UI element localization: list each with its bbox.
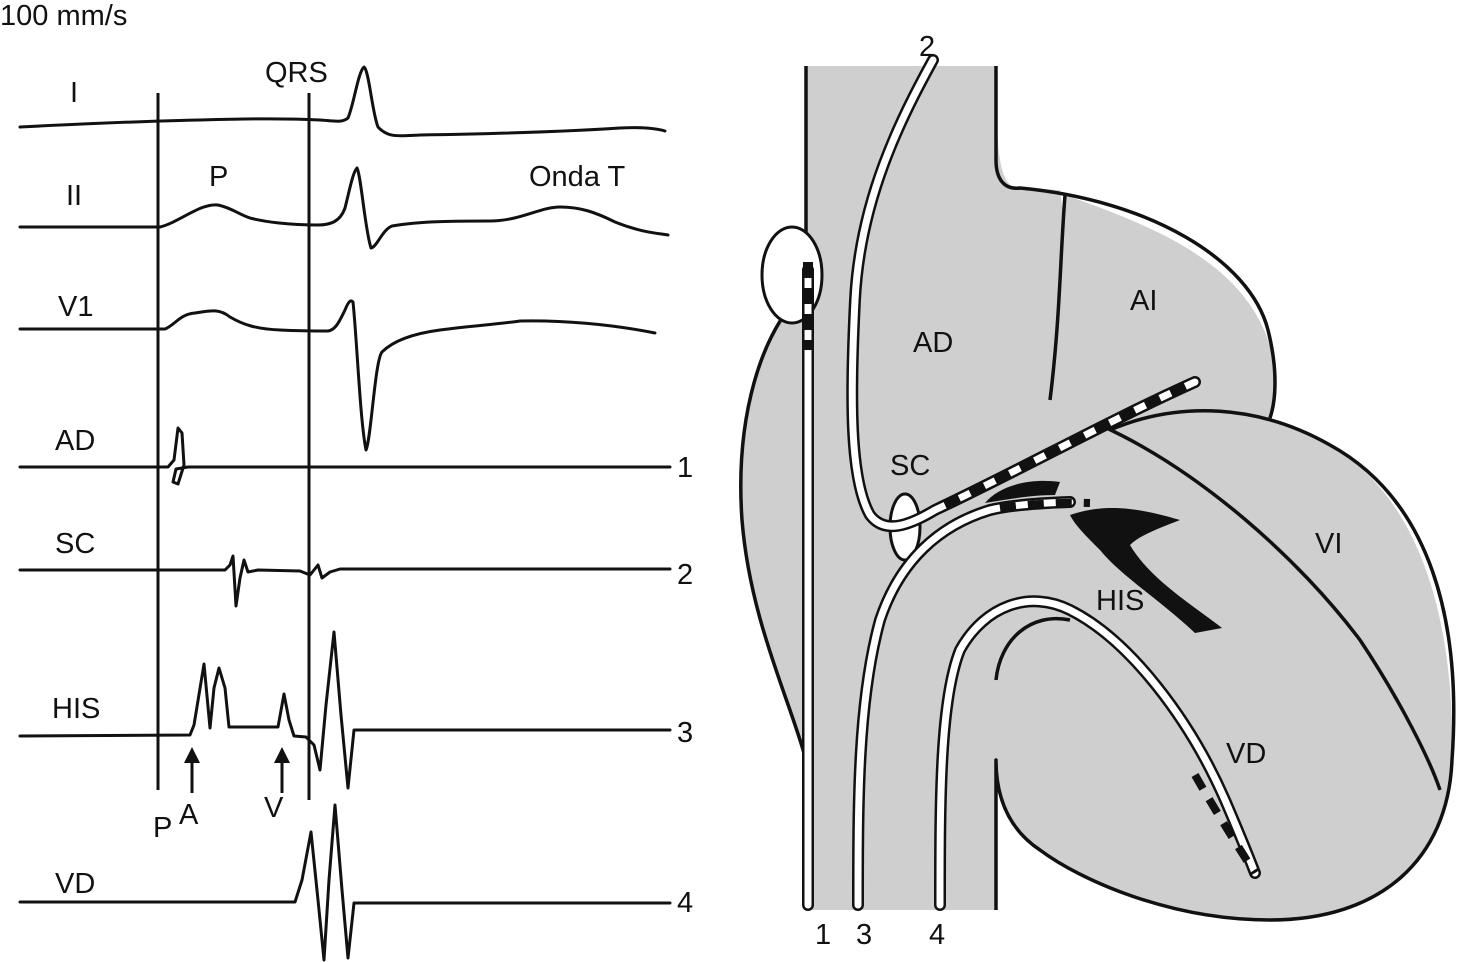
region-label-ai: AI xyxy=(1130,285,1157,317)
av-groove xyxy=(1099,423,1442,791)
vena-cava-right-wall xyxy=(994,66,1277,419)
catheter-3-electrodes xyxy=(999,498,1091,512)
heart-diagram: 2 1 3 4 AD AI SC VI HIS VD xyxy=(739,31,1456,951)
region-label-vi: VI xyxy=(1315,528,1342,560)
ecg-panel: 100 mm/s I II V1 AD SC HIS VD QRS P Onda… xyxy=(0,0,693,962)
his-bundle xyxy=(1070,508,1222,633)
lead-label-vd: VD xyxy=(55,868,95,900)
trace-vd xyxy=(18,803,672,962)
v-arrow-icon xyxy=(274,747,290,793)
trace-lead-v1 xyxy=(18,299,657,452)
v-marker-label: V xyxy=(264,792,284,824)
trace-sc xyxy=(18,554,672,608)
region-label-ad: AD xyxy=(913,327,953,359)
p-marker-label: P xyxy=(153,812,172,844)
a-arrow-icon xyxy=(184,747,200,793)
catheter-4-electrodes xyxy=(1191,773,1259,876)
catheter-2-electrodes xyxy=(943,378,1197,509)
trace-lead-ii xyxy=(18,166,670,250)
lead-label-ad: AD xyxy=(55,425,95,457)
lead-label-sc: SC xyxy=(55,528,95,560)
trace-his xyxy=(18,630,672,790)
atrial-septum xyxy=(1048,194,1067,401)
ivc-septum xyxy=(994,616,1071,681)
catheter-number-4: 4 xyxy=(929,919,945,951)
his-bundle-tip xyxy=(985,480,1060,503)
left-atrium xyxy=(1015,190,1277,430)
catheter-number-3: 3 xyxy=(856,919,872,951)
channel-number-1: 1 xyxy=(677,452,693,484)
region-label-his: HIS xyxy=(1096,585,1144,617)
channel-number-4: 4 xyxy=(677,887,693,919)
lead-label-i: I xyxy=(70,77,78,109)
catheter-number-top: 2 xyxy=(919,31,935,63)
region-label-sc: SC xyxy=(890,450,930,482)
ventricle-outline xyxy=(994,408,1456,922)
catheter-number-1: 1 xyxy=(815,919,831,951)
t-wave-label: Onda T xyxy=(529,161,625,193)
lead-label-ii: II xyxy=(66,180,82,212)
vena-cava-left-wall xyxy=(739,66,808,910)
right-atrium xyxy=(740,66,1100,910)
lead-label-his: HIS xyxy=(52,693,100,725)
channel-number-2: 2 xyxy=(677,559,693,591)
p-wave-label: P xyxy=(209,161,228,193)
channel-number-3: 3 xyxy=(677,717,693,749)
lead-label-v1: V1 xyxy=(58,291,93,323)
a-marker-label: A xyxy=(179,799,199,831)
qrs-label: QRS xyxy=(265,57,328,89)
trace-ad xyxy=(18,426,672,486)
speed-label: 100 mm/s xyxy=(0,0,127,32)
trace-lead-i xyxy=(18,65,667,138)
region-label-vd: VD xyxy=(1226,738,1266,770)
